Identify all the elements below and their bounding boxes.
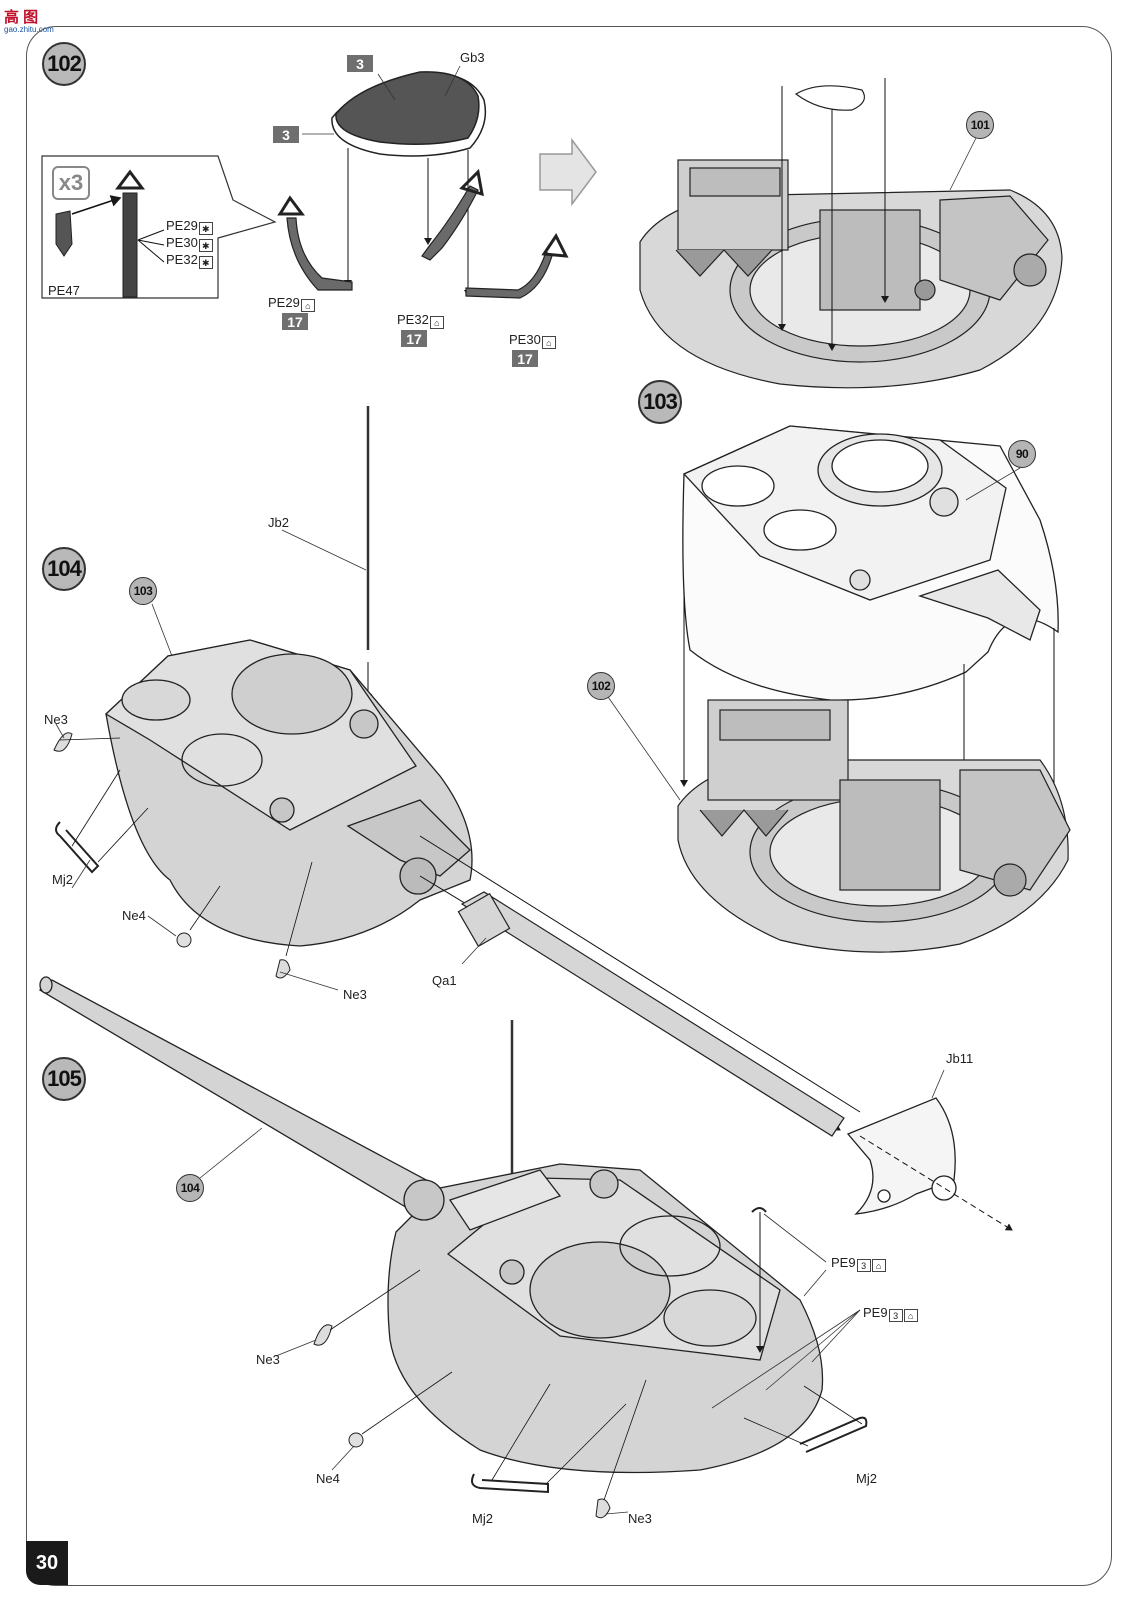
step-number-103: 103 bbox=[638, 380, 682, 424]
page-number: 30 bbox=[26, 1541, 68, 1585]
mj2-right-105 bbox=[799, 1416, 868, 1453]
ref-step-90: 90 bbox=[1008, 440, 1036, 468]
mj2-left-104 bbox=[55, 821, 100, 874]
color-badge-top: 3 bbox=[347, 55, 373, 72]
barrel-105 bbox=[38, 976, 431, 1213]
turret-104 bbox=[104, 639, 473, 947]
ref-step-101: 101 bbox=[966, 111, 994, 139]
turret-105 bbox=[387, 1163, 824, 1474]
barrel-qa1 bbox=[457, 891, 845, 1137]
part-label-pe47: PE47 bbox=[48, 283, 80, 298]
inset-box bbox=[41, 155, 277, 299]
pe47-buckle bbox=[55, 210, 73, 257]
part-label-ne3: Ne3 bbox=[628, 1511, 652, 1526]
part-label-mj2: Mj2 bbox=[472, 1511, 493, 1526]
ne3-bottom-104 bbox=[275, 959, 291, 979]
bend-icon: ⌂ bbox=[429, 316, 444, 329]
small-seat-102 bbox=[794, 85, 865, 111]
part-label-ne3: Ne3 bbox=[343, 987, 367, 1002]
strap-pe30 bbox=[465, 233, 569, 299]
color-badge-17: 17 bbox=[282, 313, 308, 330]
part-label-mj2: Mj2 bbox=[856, 1471, 877, 1486]
inset-pe29-text: PE29 bbox=[166, 218, 198, 233]
part-label-pe32: PE32⌂ bbox=[397, 313, 444, 329]
pe30-text: PE30 bbox=[509, 332, 541, 347]
seat-part bbox=[331, 71, 487, 157]
turret-interior-102 bbox=[639, 159, 1063, 389]
part-label-gb3: Gb3 bbox=[460, 50, 485, 65]
pe9-text: PE9 bbox=[831, 1255, 856, 1270]
step-number-105: 105 bbox=[42, 1057, 86, 1101]
mj2-left-105 bbox=[471, 1473, 549, 1494]
ne3-left-105 bbox=[313, 1324, 333, 1346]
pe9-clip-top bbox=[751, 1207, 767, 1213]
step-number-102: 102 bbox=[42, 42, 86, 86]
part-label-ne4: Ne4 bbox=[316, 1471, 340, 1486]
ne3-left-104 bbox=[53, 732, 73, 752]
bend-icon: ⌂ bbox=[903, 1309, 918, 1322]
inset-pe30-text: PE30 bbox=[166, 235, 198, 250]
x3-icon: 3 bbox=[888, 1309, 903, 1322]
ne4-105 bbox=[348, 1432, 364, 1448]
inset-strap bbox=[115, 169, 145, 298]
part-label-ne3: Ne3 bbox=[256, 1352, 280, 1367]
part-label-ne4: Ne4 bbox=[122, 908, 146, 923]
photoetch-icon: ✱ bbox=[198, 239, 213, 252]
strap-pe32 bbox=[421, 168, 484, 261]
inset-pe32-text: PE32 bbox=[166, 252, 198, 267]
ne4-104 bbox=[176, 932, 192, 948]
mantlet-jb11 bbox=[846, 1097, 957, 1215]
inset-part-pe32: PE32✱ bbox=[166, 253, 213, 269]
part-label-pe30: PE30⌂ bbox=[509, 333, 556, 349]
part-label-ne3: Ne3 bbox=[44, 712, 68, 727]
ne3-bottom-105 bbox=[595, 1498, 611, 1519]
x3-icon: 3 bbox=[856, 1259, 871, 1272]
part-label-qa1: Qa1 bbox=[432, 973, 457, 988]
color-badge-17: 17 bbox=[512, 350, 538, 367]
ref-step-104: 104 bbox=[176, 1174, 204, 1202]
turret-shell-103 bbox=[682, 425, 1059, 701]
part-label-pe29: PE29⌂ bbox=[268, 296, 315, 312]
part-label-mj2: Mj2 bbox=[52, 872, 73, 887]
flow-arrow bbox=[539, 137, 597, 207]
part-label-jb11: Jb11 bbox=[946, 1051, 974, 1066]
color-badge-17: 17 bbox=[401, 330, 427, 347]
watermark-logo: 高 图 gao.zhitu.com bbox=[4, 6, 54, 34]
ref-step-102: 102 bbox=[587, 672, 615, 700]
watermark-text: 高 图 bbox=[4, 9, 39, 26]
ref-step-103: 103 bbox=[129, 577, 157, 605]
bend-icon: ⌂ bbox=[541, 336, 556, 349]
turret-interior-103 bbox=[677, 699, 1071, 953]
inset-part-pe30: PE30✱ bbox=[166, 236, 213, 252]
bend-icon: ⌂ bbox=[871, 1259, 886, 1272]
multiplier-badge: x3 bbox=[52, 166, 90, 200]
strap-pe29 bbox=[277, 195, 353, 291]
pe9-text: PE9 bbox=[863, 1305, 888, 1320]
part-label-jb2: Jb2 bbox=[268, 515, 289, 530]
pe29-text: PE29 bbox=[268, 295, 300, 310]
pe32-text: PE32 bbox=[397, 312, 429, 327]
watermark-url: gao.zhitu.com bbox=[4, 25, 54, 34]
color-badge-left: 3 bbox=[273, 126, 299, 143]
bend-icon: ⌂ bbox=[300, 299, 315, 312]
inset-part-pe29: PE29✱ bbox=[166, 219, 213, 235]
page-frame bbox=[26, 26, 1112, 1586]
photoetch-icon: ✱ bbox=[198, 256, 213, 269]
photoetch-icon: ✱ bbox=[198, 222, 213, 235]
step-number-104: 104 bbox=[42, 547, 86, 591]
